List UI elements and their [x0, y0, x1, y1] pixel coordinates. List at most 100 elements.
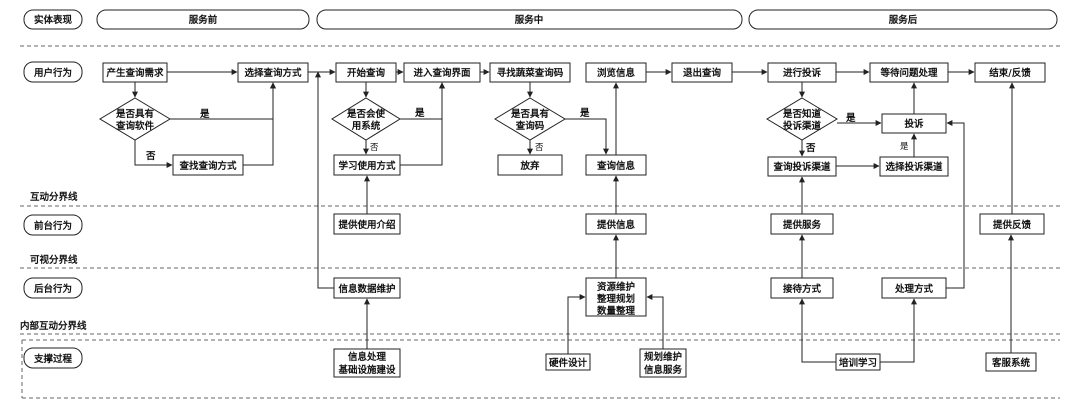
decision-can-use-text-1: 是否会使 — [346, 108, 386, 120]
stage-before-text: 服务前 — [189, 14, 218, 26]
lane-label-front-text: 前台行为 — [34, 220, 72, 232]
node-handling: 处理方式 — [881, 277, 947, 299]
node-handling-text: 处理方式 — [894, 283, 934, 295]
node-choose-channel: 选择投诉渠道 — [879, 156, 949, 177]
label-no-4: 否 — [805, 143, 816, 154]
line-label-internal: 内部互动分界线 — [20, 320, 87, 332]
lane-label-user: 用户行为 — [23, 61, 83, 83]
lane-label-back-text: 后台行为 — [34, 283, 72, 295]
node-exit: 退出查询 — [671, 62, 733, 83]
node-end-text: 结束/反馈 — [988, 67, 1031, 79]
arrow-training-to-handling — [880, 298, 917, 363]
lane-label-support: 支撑过程 — [23, 347, 83, 369]
node-end: 结束/反馈 — [974, 62, 1046, 83]
decision-know-channel-text-1: 是否知道 — [782, 108, 822, 120]
decision-has-app-text-1: 是否具有 — [115, 108, 155, 120]
node-provide-feedback-text: 提供反馈 — [993, 219, 1032, 231]
node-planning: 规划维护 信息服务 — [639, 348, 687, 378]
lane-label-physical: 实体表现 — [23, 9, 83, 30]
node-learn: 学习使用方式 — [333, 154, 401, 176]
node-reception: 接待方式 — [770, 277, 834, 299]
node-reception-text: 接待方式 — [783, 283, 822, 295]
label-yes-1: 是 — [199, 108, 210, 120]
node-resource-text-2: 整理规划 — [596, 293, 635, 305]
decision-has-app-text-2: 查询软件 — [115, 120, 155, 132]
arrow-learn-to-enter — [400, 82, 445, 166]
node-complaint-text: 投诉 — [904, 118, 924, 130]
node-cs-text: 客服系统 — [991, 357, 1031, 369]
node-resource: 资源维护 整理规划 数量整理 — [585, 277, 647, 317]
node-hardware-text: 硬件设计 — [549, 357, 588, 369]
label-yes-2: 是 — [414, 107, 425, 119]
stage-during: 服务中 — [316, 9, 743, 30]
node-browse-text: 浏览信息 — [597, 67, 636, 79]
label-yes-3: 是 — [579, 107, 590, 119]
line-label-visibility: 可视分界线 — [30, 254, 78, 266]
node-processing-text-2: 基础设施建设 — [337, 364, 396, 376]
lane-label-back: 后台行为 — [23, 277, 83, 299]
node-provide-feedback: 提供反馈 — [979, 213, 1045, 235]
node-cs: 客服系统 — [985, 352, 1037, 372]
node-processing-text-1: 信息处理 — [348, 351, 387, 363]
label-no-2: 否 — [370, 143, 379, 153]
lane-label-front: 前台行为 — [23, 214, 83, 236]
node-query-info-text: 查询信息 — [596, 160, 636, 172]
decision-has-code: 是否具有 查询码 — [494, 97, 566, 141]
stage-during-text: 服务中 — [515, 14, 544, 26]
arrow-has-code-yes — [565, 118, 609, 155]
node-planning-text-1: 规划维护 — [644, 351, 682, 363]
node-training: 培训学习 — [835, 353, 881, 371]
decision-can-use-text-2: 用系统 — [351, 120, 381, 132]
node-provide-info: 提供信息 — [585, 213, 647, 235]
node-resource-text-3: 数量整理 — [596, 305, 636, 317]
node-wait: 等待问题处理 — [869, 62, 949, 83]
node-complain-text: 进行投诉 — [783, 67, 822, 79]
arrow-has-app-yes — [170, 82, 276, 120]
node-query-info: 查询信息 — [585, 154, 647, 176]
node-enter-ui-text: 进入查询界面 — [413, 67, 471, 79]
node-maintain-text: 信息数据维护 — [338, 283, 395, 295]
node-provide-intro-text: 提供使用介绍 — [338, 219, 395, 231]
node-need-text: 产生查询需求 — [106, 67, 164, 79]
arrow-find-to-choose — [243, 82, 276, 166]
node-give-up: 放弃 — [497, 154, 563, 176]
arrow-handling-to-complaint — [946, 120, 965, 289]
node-planning-text-2: 信息服务 — [644, 364, 683, 376]
node-choose-channel-text: 选择投诉渠道 — [885, 161, 943, 173]
node-provide-intro: 提供使用介绍 — [333, 213, 401, 235]
decision-has-code-text-1: 是否具有 — [510, 108, 550, 120]
arrow-has-app-no — [134, 140, 173, 168]
decision-has-code-text-2: 查询码 — [515, 120, 545, 132]
stage-after-text: 服务后 — [889, 14, 918, 26]
node-hardware: 硬件设计 — [545, 353, 591, 371]
node-browse: 浏览信息 — [585, 62, 647, 83]
node-exit-text: 退出查询 — [683, 67, 722, 79]
decision-know-channel: 是否知道 投诉渠道 — [766, 97, 838, 141]
node-provide-service-text: 提供服务 — [783, 219, 822, 231]
lane-label-physical-text: 实体表现 — [34, 14, 73, 26]
arrow-planning-to-resource — [646, 294, 664, 349]
node-choose-method-text: 选择查询方式 — [244, 67, 302, 79]
node-training-text: 培训学习 — [839, 357, 877, 369]
label-yes-4: 是 — [845, 112, 856, 124]
node-learn-text: 学习使用方式 — [338, 160, 396, 172]
arrow-training-to-reception — [799, 298, 836, 363]
node-start-query: 开始查询 — [335, 62, 397, 83]
node-wait-text: 等待问题处理 — [879, 67, 938, 79]
decision-can-use: 是否会使 用系统 — [331, 97, 401, 141]
stage-before: 服务前 — [96, 9, 310, 30]
node-complain: 进行投诉 — [767, 62, 837, 83]
decision-know-channel-text-2: 投诉渠道 — [783, 120, 822, 132]
node-find-channel: 查询投诉渠道 — [767, 156, 837, 177]
label-yes-5: 是 — [900, 142, 909, 152]
node-find-code-text: 寻找蔬菜查询码 — [497, 67, 564, 79]
node-complaint: 投诉 — [881, 113, 947, 134]
line-label-interaction: 互动分界线 — [30, 191, 78, 203]
node-processing: 信息处理 基础设施建设 — [333, 348, 401, 378]
label-no-1: 否 — [145, 151, 156, 162]
node-choose-method: 选择查询方式 — [237, 62, 309, 83]
node-find-code: 寻找蔬菜查询码 — [489, 62, 571, 83]
decision-has-app: 是否具有 查询软件 — [99, 97, 171, 141]
arrow-hardware-to-resource — [567, 294, 586, 354]
